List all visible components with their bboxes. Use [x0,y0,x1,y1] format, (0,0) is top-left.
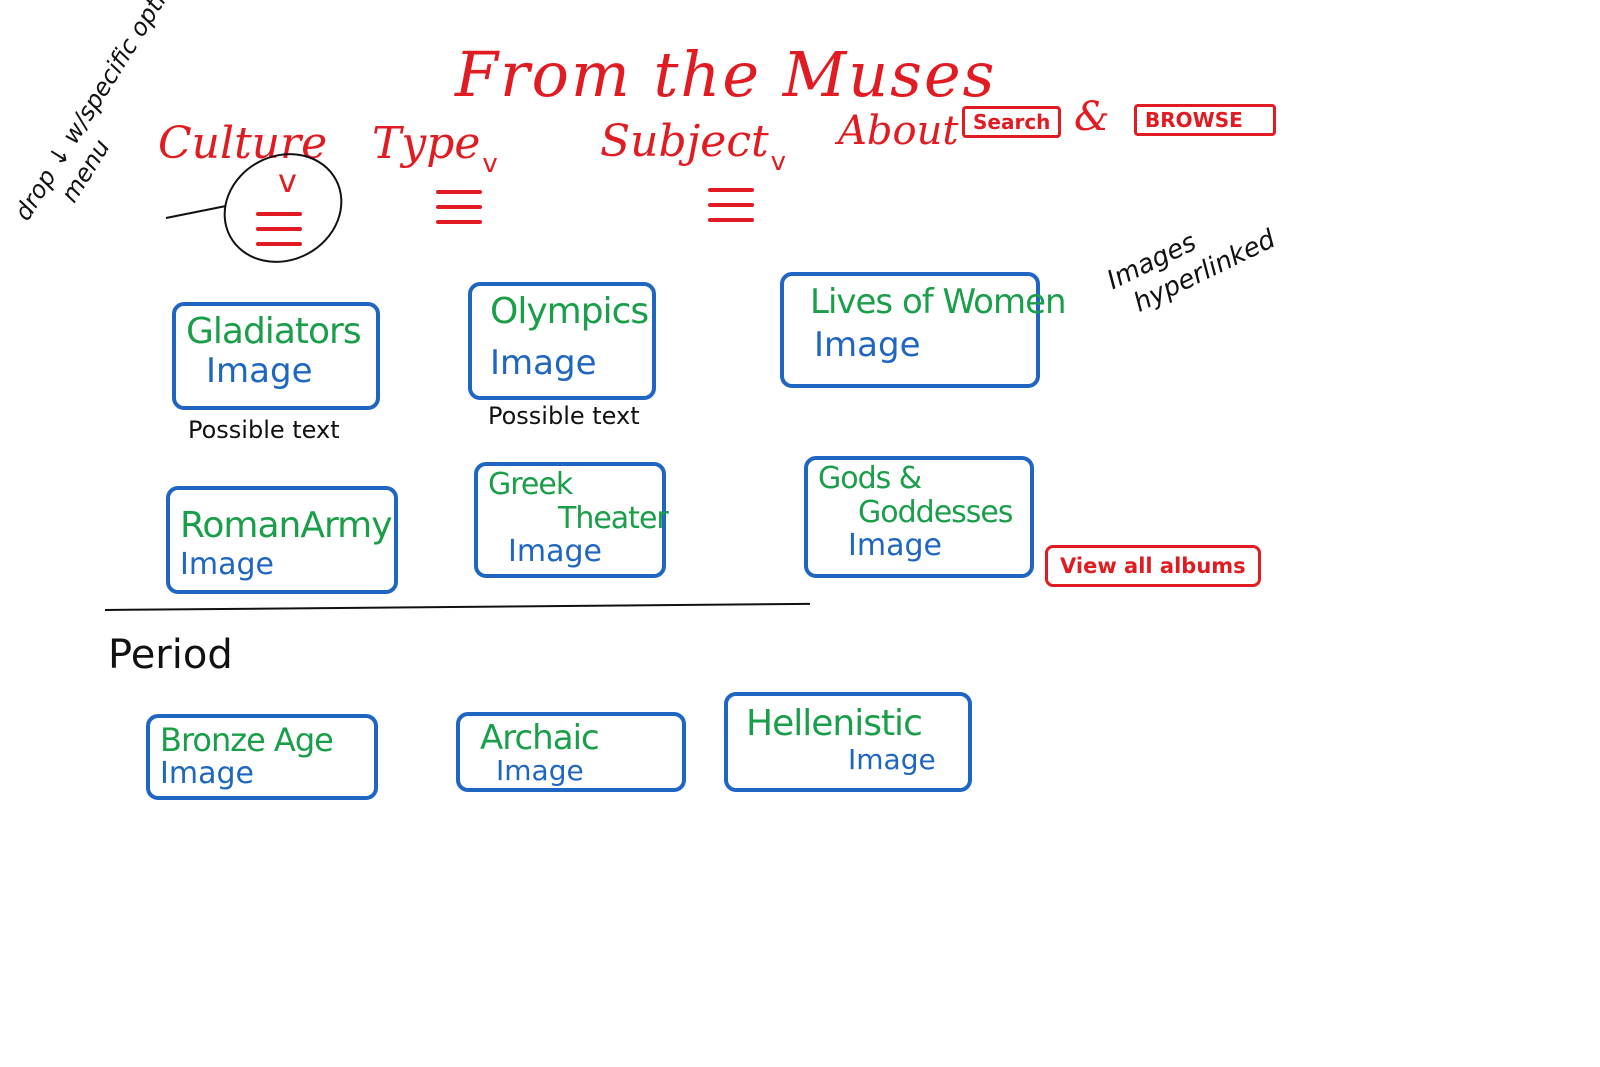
album-image-placeholder[interactable]: Image [508,534,602,569]
section-divider [105,602,810,611]
album-card-gods-goddesses[interactable]: Gods & Goddesses Image [804,456,1034,578]
period-image-placeholder[interactable]: Image [496,754,584,787]
subject-chevron-down-icon: v [770,147,787,177]
nav-culture-label: Culture [158,118,328,169]
culture-dropdown-menu-icon[interactable] [256,212,302,257]
period-image-placeholder[interactable]: Image [848,743,936,776]
album-image-placeholder[interactable]: Image [490,343,597,383]
album-card-greek-theater[interactable]: Greek Theater Image [474,462,669,578]
period-card-hellenistic[interactable]: Hellenistic Image [724,692,972,792]
album-caption: Possible text [188,416,340,444]
album-title-line1: Greek [488,467,573,502]
period-card-archaic[interactable]: Archaic Image [456,712,686,792]
site-title: From the Muses [455,38,997,111]
period-title: Hellenistic [746,703,923,744]
album-title-line2: Theater [558,501,669,536]
view-all-albums-button[interactable]: View all albums [1045,545,1261,587]
culture-chevron-down-icon[interactable]: v [278,162,297,200]
type-chevron-down-icon: v [482,149,498,179]
nav-subject-label: Subject [600,116,769,167]
period-card-bronze-age[interactable]: Bronze Age Image [146,714,378,800]
album-card-lives-of-women[interactable]: Lives of Women Image [780,272,1067,388]
album-image-placeholder[interactable]: Image [848,528,942,563]
images-hyperlinked-annotation: Images hyperlinked [1102,195,1281,326]
album-card-roman-army[interactable]: RomanArmy Image [166,486,398,594]
nav-about[interactable]: About [838,108,959,154]
subject-dropdown-menu-icon[interactable] [708,188,754,233]
period-title: Archaic [480,718,600,758]
nav-type-label: Type [372,118,481,169]
album-title: Gladiators [186,311,362,352]
nav-type[interactable]: Typev [372,118,498,179]
album-image-placeholder[interactable]: Image [814,325,921,365]
search-button[interactable]: Search [962,106,1062,138]
period-title: Bronze Age [160,721,334,759]
browse-button[interactable]: BROWSE [1134,104,1276,136]
nav-subject[interactable]: Subjectv [600,116,786,177]
nav-culture[interactable]: Culture [158,118,327,169]
album-card-gladiators[interactable]: Gladiators Image [172,302,380,410]
period-heading: Period [108,632,233,678]
album-card-olympics[interactable]: Olympics Image [468,282,656,400]
nav-ampersand: & [1074,94,1110,140]
culture-dropdown-circle-annotation [165,153,343,263]
album-title-line2: Goddesses [858,495,1014,530]
album-image-placeholder[interactable]: Image [180,547,274,582]
album-title: Lives of Women [810,282,1067,322]
album-title-line1: Gods & [818,461,922,496]
album-caption: Possible text [488,402,640,430]
period-image-placeholder[interactable]: Image [160,756,254,791]
album-title: Olympics [490,291,649,332]
album-title: RomanArmy [180,505,393,546]
type-dropdown-menu-icon[interactable] [436,190,482,235]
album-image-placeholder[interactable]: Image [206,351,313,391]
